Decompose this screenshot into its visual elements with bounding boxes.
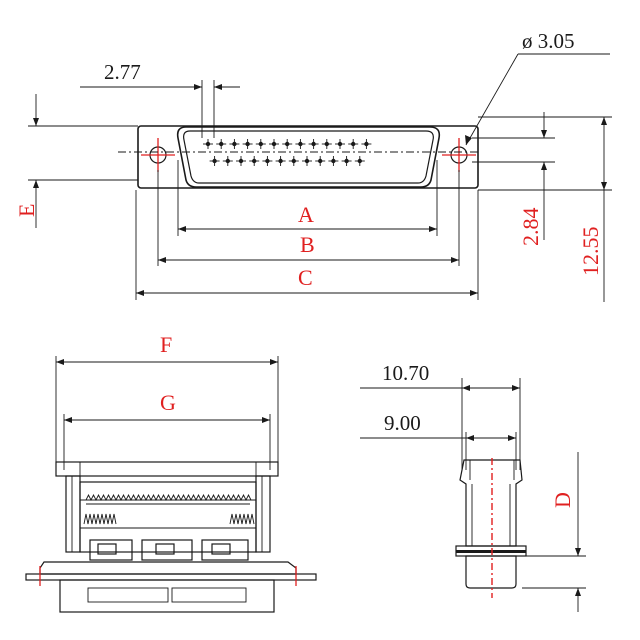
label-f: F <box>160 332 172 357</box>
window-right <box>201 539 249 561</box>
pin-bottom-8 <box>302 156 312 166</box>
pin-bottom-7 <box>288 156 299 166</box>
row-arrow-top <box>541 130 547 138</box>
pin-bottom-5 <box>262 156 273 166</box>
pin-bottom-6 <box>275 156 286 166</box>
pin-top-1 <box>203 139 213 149</box>
body-wall-left <box>65 475 81 553</box>
pin-group <box>203 139 372 166</box>
label-e: E <box>14 204 39 217</box>
dshell-side-slot-right <box>171 587 247 603</box>
pin-top-8 <box>295 139 306 149</box>
window-right-inner <box>211 543 231 555</box>
hole-leader <box>465 53 519 146</box>
label-b: B <box>300 232 315 257</box>
pin-top-3 <box>229 139 240 149</box>
d1070-arrow-right <box>512 385 520 391</box>
body-wall-right <box>255 475 271 553</box>
spring-left <box>83 513 117 525</box>
depth-inner-label: 9.00 <box>384 411 421 435</box>
pin-top-2 <box>216 139 227 149</box>
contact-teeth-top <box>85 493 252 502</box>
pin-top-10 <box>321 139 332 149</box>
pin-top-12 <box>348 139 359 149</box>
d1070-arrow-left <box>462 385 470 391</box>
dshell-outer <box>176 126 441 188</box>
window-center-inner <box>155 543 175 555</box>
pin-bottom-11 <box>341 156 352 166</box>
pin-bottom-1 <box>209 156 220 166</box>
label-a: A <box>298 202 314 227</box>
b-arrow-right <box>451 257 459 263</box>
g-arrow-right <box>262 417 270 423</box>
pitch-arrow-left <box>194 84 202 90</box>
side-view: F G <box>25 332 317 613</box>
window-center <box>141 539 193 561</box>
depth-outer-label: 10.70 <box>382 361 429 385</box>
body-inner <box>79 481 257 553</box>
pitch-arrow-right <box>214 84 222 90</box>
end-flange-band <box>456 550 526 553</box>
flange-outline <box>137 125 479 189</box>
pitch-label: 2.77 <box>104 60 141 84</box>
hole-leader-arrow <box>465 135 472 145</box>
pin-bottom-12 <box>354 156 365 166</box>
pin-bottom-3 <box>236 156 246 166</box>
pin-top-6 <box>269 139 279 149</box>
pin-top-7 <box>282 139 293 149</box>
h-arrow-top <box>601 117 607 125</box>
label-d: D <box>550 492 575 508</box>
window-left-inner <box>97 543 117 555</box>
row-spacing-label: 2.84 <box>518 208 543 247</box>
b-arrow-left <box>158 257 166 263</box>
end-view: 10.70 9.00 D <box>360 361 586 612</box>
d900-arrow-left <box>466 435 474 441</box>
pin-bottom-4 <box>249 156 260 166</box>
d-arrow-top <box>575 548 581 556</box>
front-view: 2.77 ø 3.05 E 2.84 12.55 <box>14 29 612 302</box>
pin-top-11 <box>335 139 345 149</box>
end-shell <box>465 555 517 589</box>
pin-bottom-9 <box>315 156 326 166</box>
pin-top-9 <box>308 139 319 149</box>
end-body <box>459 459 523 547</box>
pin-bottom-2 <box>222 156 233 166</box>
window-left <box>89 539 133 561</box>
flange-height-label: 12.55 <box>578 227 603 277</box>
a-arrow-right <box>429 226 437 232</box>
cover-top <box>55 461 279 477</box>
a-arrow-left <box>178 226 186 232</box>
pin-top-13 <box>361 139 372 149</box>
label-g: G <box>160 390 176 415</box>
pin-top-4 <box>242 139 253 149</box>
dshell-side <box>59 579 275 613</box>
spring-right <box>229 513 255 525</box>
e-arrow-top <box>33 118 39 126</box>
c-arrow-right <box>470 290 478 296</box>
label-c: C <box>298 265 313 290</box>
flange-plate <box>39 561 297 575</box>
e-arrow-bottom <box>33 180 39 188</box>
d900-arrow-right <box>508 435 516 441</box>
g-arrow-left <box>64 417 72 423</box>
c-arrow-left <box>136 290 144 296</box>
f-arrow-left <box>56 359 64 365</box>
dshell-inner <box>183 130 434 184</box>
f-arrow-right <box>270 359 278 365</box>
pin-top-5 <box>255 139 266 149</box>
h-arrow-bottom <box>601 182 607 190</box>
hole-label: ø 3.05 <box>522 29 575 53</box>
d-arrow-bottom <box>575 588 581 596</box>
dshell-side-slot-left <box>87 587 169 603</box>
flange-base <box>25 573 317 581</box>
pin-bottom-10 <box>328 156 339 166</box>
row-arrow-bottom <box>541 162 547 170</box>
